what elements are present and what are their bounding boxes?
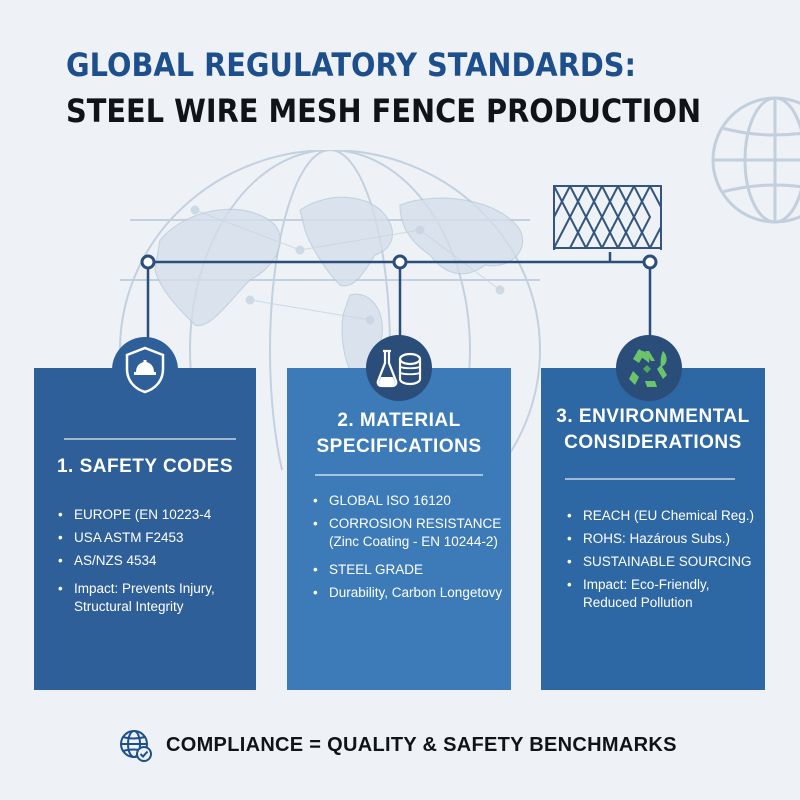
corner-globe-icon <box>711 96 800 224</box>
card-heading: 1. SAFETY CODES <box>56 456 234 477</box>
list-item: GLOBAL ISO 16120 <box>313 492 507 510</box>
wire-mesh-fence-icon <box>553 185 662 250</box>
list-item: STEEL GRADE <box>313 561 507 579</box>
material-badge <box>366 335 432 401</box>
safety-badge <box>112 337 178 403</box>
list-item: CORROSION RESISTANCE (Zinc Coating - EN … <box>313 515 507 551</box>
shield-hardhat-icon <box>125 346 165 394</box>
list-item: Impact: Eco-Friendly, Reduced Pollution <box>567 576 757 612</box>
list-item: ROHS: Hazárous Subs.) <box>567 530 757 548</box>
list-item: SUSTAINABLE SOURCING <box>567 553 757 571</box>
list-item: EUROPE (EN 10223-4 <box>58 506 248 524</box>
list-item: REACH (EU Chemical Reg.) <box>567 507 757 525</box>
card-list: EUROPE (EN 10223-4 USA ASTM F2453 AS/NZS… <box>58 506 248 621</box>
list-item: AS/NZS 4534 <box>58 552 248 570</box>
list-item: Impact: Prevents Injury, Structural Inte… <box>58 580 248 616</box>
footer-banner: COMPLIANCE = QUALITY & SAFETY BENCHMARKS <box>118 728 677 762</box>
material-specifications-card: 2. MATERIAL SPECIFICATIONS GLOBAL ISO 16… <box>287 368 511 690</box>
page-title-line-1: GLOBAL REGULATORY STANDARDS: <box>66 46 637 84</box>
card-heading-line-2: SPECIFICATIONS <box>316 436 482 457</box>
card-list: REACH (EU Chemical Reg.) ROHS: Hazárous … <box>567 507 757 617</box>
card-divider <box>565 478 735 480</box>
list-item: USA ASTM F2453 <box>58 529 248 547</box>
connector-line <box>140 252 658 340</box>
card-divider <box>315 474 483 476</box>
card-heading-line-2: CONSIDERATIONS <box>564 432 742 453</box>
environmental-considerations-card: 3. ENVIRONMENTAL CONSIDERATIONS REACH (E… <box>541 368 765 690</box>
flask-coil-icon <box>376 349 422 388</box>
safety-codes-card: 1. SAFETY CODES EUROPE (EN 10223-4 USA A… <box>34 368 256 690</box>
background-globe-illustration <box>119 150 541 470</box>
page-title-line-2: STEEL WIRE MESH FENCE PRODUCTION <box>66 92 702 130</box>
footer-text: COMPLIANCE = QUALITY & SAFETY BENCHMARKS <box>166 733 677 756</box>
card-divider <box>64 438 236 440</box>
recycle-leaf-icon <box>629 349 667 387</box>
globe-check-icon <box>120 730 152 762</box>
card-list: GLOBAL ISO 16120 CORROSION RESISTANCE (Z… <box>313 492 507 607</box>
list-item: Durability, Carbon Longetovy <box>313 584 507 602</box>
card-heading-line-1: 2. MATERIAL <box>337 410 461 431</box>
card-heading-line-1: 3. ENVIRONMENTAL <box>556 406 750 427</box>
environment-badge <box>616 335 682 401</box>
